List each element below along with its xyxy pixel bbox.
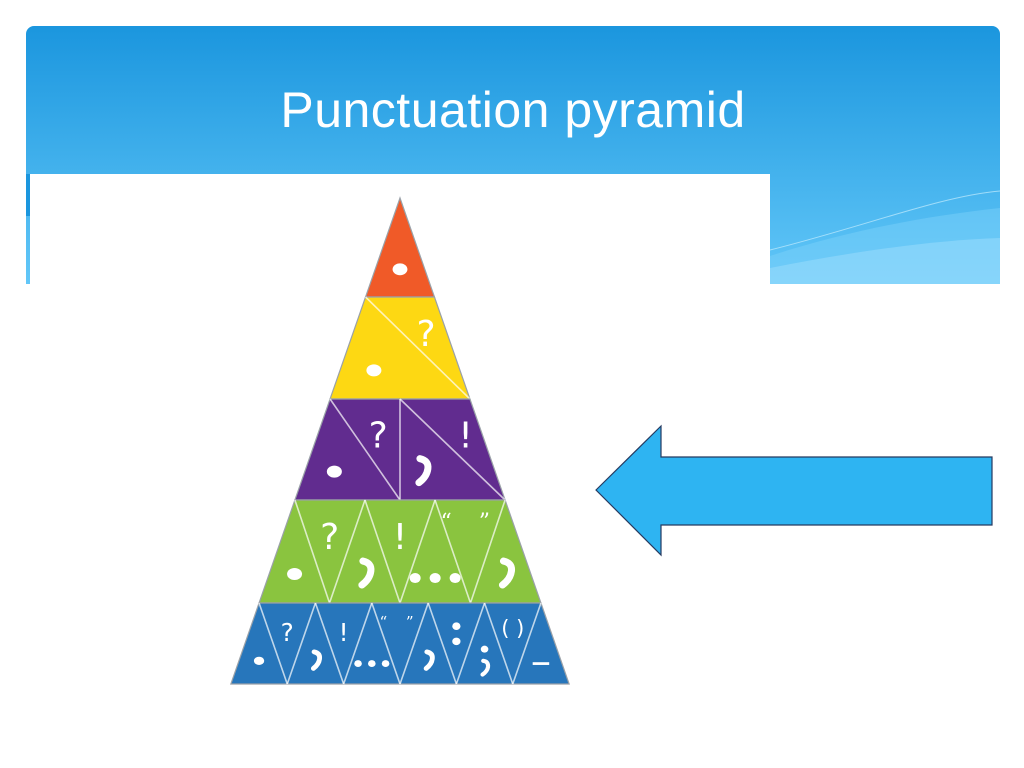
pyramid-symbol xyxy=(253,656,265,665)
semicolon-dot xyxy=(480,645,489,653)
pyramid-tier-4: ?! “ ” xyxy=(258,499,542,604)
colon-dot xyxy=(452,622,461,630)
tier-divider xyxy=(314,602,345,685)
tier-divider xyxy=(483,602,514,685)
pyramid-symbol xyxy=(452,622,461,646)
pyramid-symbol xyxy=(480,645,491,677)
underscore-glyph xyxy=(532,662,550,665)
parentheses-glyph: ( ) xyxy=(501,616,524,641)
tier-divider xyxy=(286,602,317,685)
punctuation-pyramid: ??!?! “ ”?! “ ” ( ) xyxy=(230,196,570,685)
question-mark-glyph: ? xyxy=(320,517,339,558)
dot-glyph xyxy=(326,465,342,478)
tier-divider xyxy=(511,602,542,685)
tier-divider xyxy=(399,499,436,604)
pyramid-symbol xyxy=(423,649,435,671)
tier-divider xyxy=(399,398,506,501)
pyramid-symbol: ! xyxy=(393,517,407,558)
dot-glyph xyxy=(392,263,408,276)
tier-divider xyxy=(371,602,401,685)
pyramid-symbol xyxy=(326,465,342,478)
ellipsis-dot xyxy=(368,660,376,668)
tier-divider xyxy=(342,602,373,685)
pyramid-symbol: ? xyxy=(320,517,339,558)
pyramid-symbol: ( ) xyxy=(501,616,524,641)
pyramid-symbol xyxy=(532,662,550,665)
pyramid-tier-5: ?! “ ” ( ) xyxy=(230,602,570,685)
tier-divider xyxy=(294,499,331,604)
tier-divider xyxy=(364,499,401,604)
question-mark-glyph: ? xyxy=(417,314,436,355)
exclamation-mark-glyph: ! xyxy=(393,517,407,558)
banner-edge xyxy=(26,174,30,216)
pyramid-symbol xyxy=(366,364,382,377)
question-mark-glyph: ? xyxy=(369,415,388,456)
comma-glyph xyxy=(358,557,375,589)
pyramid-symbol xyxy=(409,573,461,584)
pyramid-symbol xyxy=(287,568,303,581)
pyramid-symbol xyxy=(358,557,375,589)
slide-title: Punctuation pyramid xyxy=(280,82,746,138)
tier-divider xyxy=(329,398,401,501)
tier-divider xyxy=(258,602,289,685)
pyramid-symbol xyxy=(354,660,390,668)
pyramid-symbol: ? xyxy=(369,415,388,456)
exclamation-mark-glyph: ! xyxy=(458,415,472,456)
ellipsis-dot xyxy=(449,573,461,584)
left-arrow-icon xyxy=(595,424,993,557)
dot-glyph xyxy=(366,364,382,377)
question-mark-glyph: ? xyxy=(281,618,294,647)
quotes-glyph: “ ” xyxy=(441,510,501,535)
comma-glyph xyxy=(498,557,516,589)
colon-dot xyxy=(452,637,461,646)
pyramid-symbol: ! xyxy=(458,415,472,456)
comma-glyph xyxy=(310,649,323,671)
pyramid-symbol xyxy=(498,557,516,589)
pyramid-symbol: ? xyxy=(281,618,294,647)
quotes-glyph: “ ” xyxy=(380,613,421,631)
ellipsis-dot xyxy=(429,573,441,584)
tier-divider xyxy=(328,499,366,604)
tier-divider xyxy=(455,602,486,685)
pyramid-symbol xyxy=(415,455,432,487)
ellipsis-dot xyxy=(354,660,362,668)
exclamation-mark-glyph: ! xyxy=(339,618,349,647)
dot-glyph xyxy=(253,656,265,665)
tier-divider xyxy=(364,296,471,400)
pyramid-symbol xyxy=(392,263,408,276)
pyramid-symbol xyxy=(310,649,323,671)
pyramid-symbol: “ ” xyxy=(380,613,421,631)
pyramid-symbol: ? xyxy=(417,314,436,355)
tier-divider xyxy=(469,499,506,604)
comma-glyph xyxy=(423,649,435,671)
comma-glyph xyxy=(415,455,432,487)
pyramid-symbol: “ ” xyxy=(441,510,501,535)
dot-glyph xyxy=(287,568,303,581)
semicolon-tail xyxy=(480,658,491,677)
ellipsis-dot xyxy=(409,573,421,584)
pyramid-tier-2: ? xyxy=(329,296,471,400)
tier-divider xyxy=(434,499,472,604)
tier-divider xyxy=(427,602,458,685)
tier-band xyxy=(329,296,471,400)
pyramid-symbol: ! xyxy=(339,618,349,647)
tier-divider xyxy=(399,602,429,685)
pyramid-tier-3: ?! xyxy=(294,398,506,501)
ellipsis-dot xyxy=(381,660,390,668)
